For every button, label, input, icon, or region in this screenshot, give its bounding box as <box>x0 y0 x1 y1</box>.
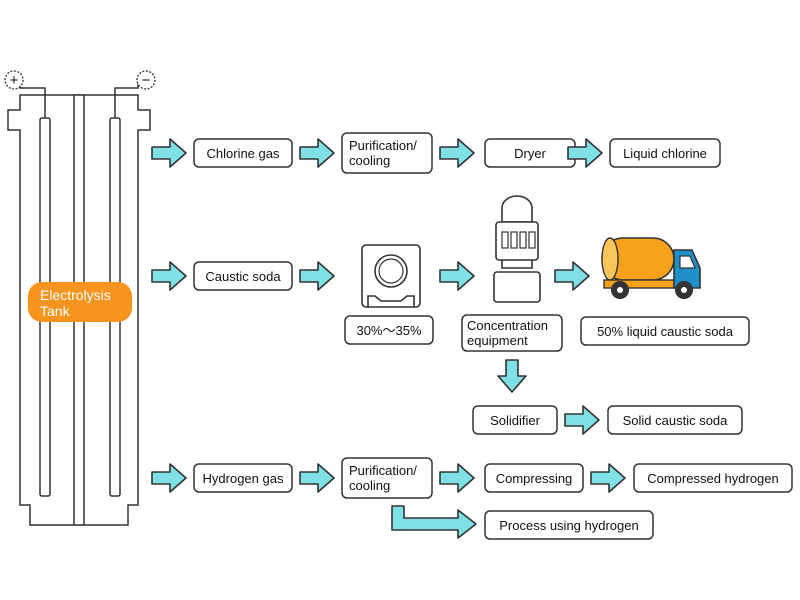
tank-label-line2: Tank <box>40 303 71 319</box>
arrow-hydrogen-to-purify <box>299 463 335 493</box>
arrow-purify-to-dryer <box>439 138 475 168</box>
solid-caustic-label: Solid caustic soda <box>623 413 729 428</box>
arrow-tank-to-hydrogen <box>151 463 187 493</box>
hydrogen-gas-label: Hydrogen gas <box>203 471 284 486</box>
arrow-solidifier-to-solid <box>564 405 600 435</box>
arrow-purify-to-compressing <box>439 463 475 493</box>
compressed-hydrogen-box <box>633 463 793 493</box>
arrow-concentrator-to-truck <box>554 261 590 291</box>
arrow-purify-to-process <box>391 505 477 539</box>
tank-label-line1: Electrolysis <box>40 287 111 303</box>
liquid-caustic-label: 50% liquid caustic soda <box>597 324 734 339</box>
hydrogen-purify-box <box>341 457 433 499</box>
compressed-hydrogen-label: Compressed hydrogen <box>647 471 779 486</box>
caustic-soda-label: Caustic soda <box>205 269 281 284</box>
electrolysis-tank: + − Electrolysis Tank <box>4 70 156 526</box>
concentration-box <box>461 314 563 352</box>
minus-terminal-icon: − <box>136 70 156 90</box>
chlorine-purify-line1: Purification/ <box>349 138 417 153</box>
plus-terminal-icon: + <box>4 70 24 90</box>
process-hydrogen-box <box>484 510 654 540</box>
liquid-caustic-box <box>580 316 750 346</box>
storage-vessel-icon <box>361 244 421 308</box>
concentration-line1: Concentration <box>467 318 548 333</box>
hydrogen-purify-line1: Purification/ <box>349 463 417 478</box>
compressing-label: Compressing <box>496 471 573 486</box>
arrow-tank-to-chlorine <box>151 138 187 168</box>
minus-sign: − <box>142 72 151 89</box>
liquid-chlorine-label: Liquid chlorine <box>623 146 707 161</box>
chlorine-purify-line2: cooling <box>349 153 390 168</box>
arrow-vessel-to-concentrator <box>439 261 475 291</box>
chlorine-gas-box <box>193 138 293 168</box>
chlorine-purify-box <box>341 132 433 174</box>
arrow-chlorine-to-purify <box>299 138 335 168</box>
plus-sign: + <box>10 72 19 89</box>
chlorine-gas-label: Chlorine gas <box>207 146 280 161</box>
dryer-label: Dryer <box>514 146 546 161</box>
tank-label-badge <box>28 282 132 322</box>
compressing-box <box>484 463 584 493</box>
arrow-concentrator-down <box>497 359 527 393</box>
arrow-dryer-to-liquid <box>567 138 603 168</box>
percent-label: 30%～35% <box>356 323 421 338</box>
solidifier-box <box>472 405 558 435</box>
hydrogen-gas-box <box>193 463 293 493</box>
arrow-caustic-to-vessel <box>299 261 335 291</box>
hydrogen-purify-line2: cooling <box>349 478 390 493</box>
solid-caustic-box <box>607 405 743 435</box>
arrow-compressing-to-compressed <box>590 463 626 493</box>
arrow-tank-to-caustic <box>151 261 187 291</box>
liquid-chlorine-box <box>609 138 721 168</box>
concentration-line2: equipment <box>467 333 528 348</box>
process-hydrogen-label: Process using hydrogen <box>499 518 638 533</box>
caustic-soda-box <box>193 261 293 291</box>
percent-box <box>344 315 434 345</box>
tanker-truck-icon <box>601 237 701 299</box>
solidifier-label: Solidifier <box>490 413 541 428</box>
concentration-tower-icon <box>493 195 541 303</box>
